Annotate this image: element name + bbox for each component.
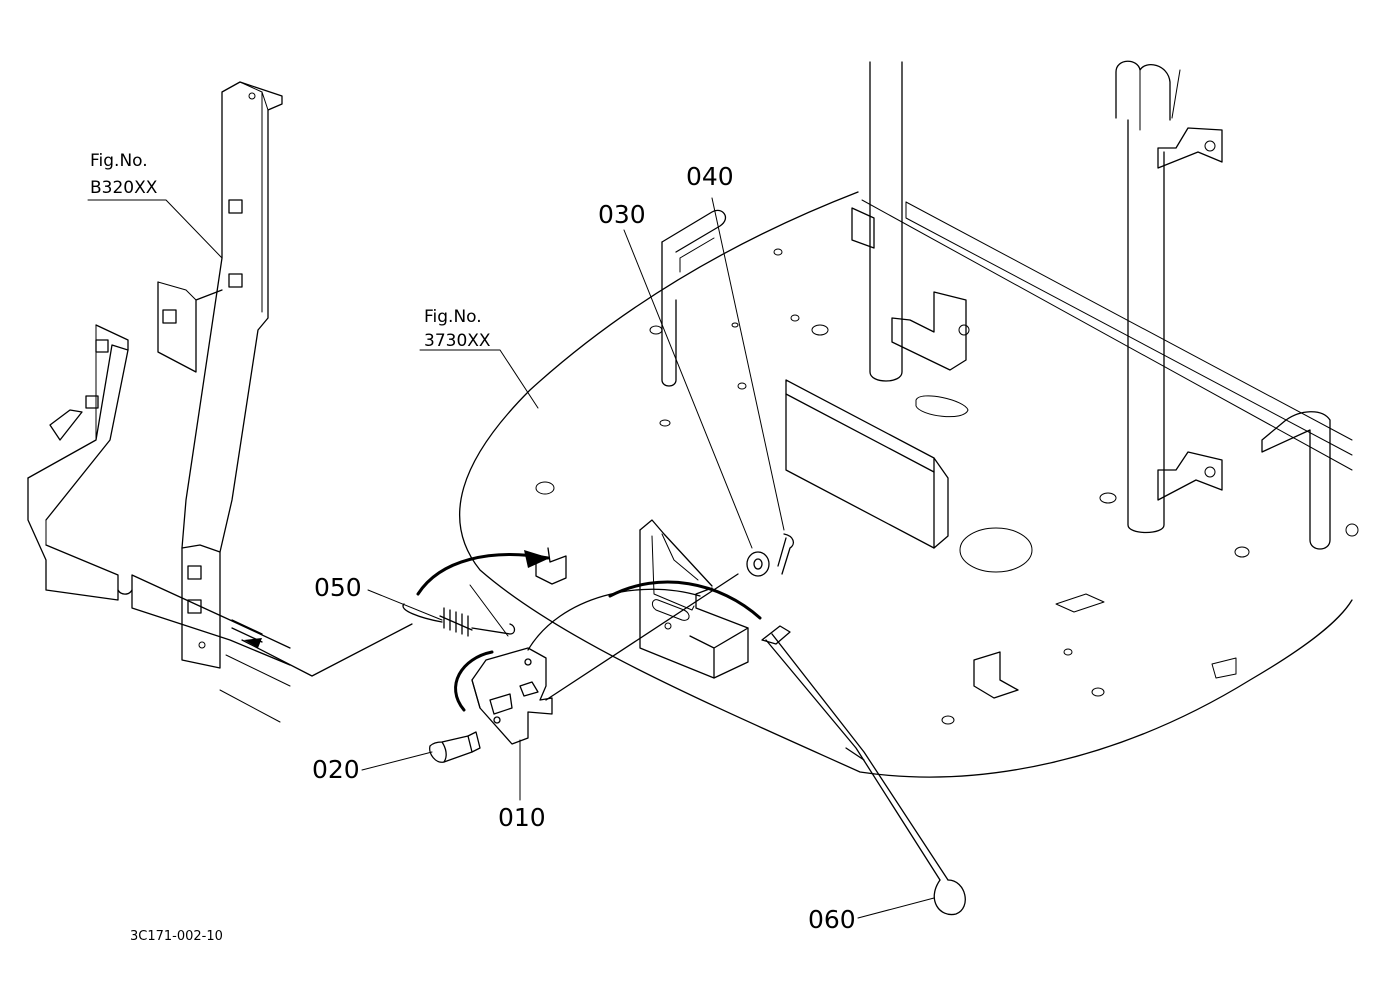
figure-ref-b320xx-line1: Fig.No. [90, 151, 148, 171]
callout-060: 060 [808, 905, 856, 934]
figure-ref-b320xx-line2: B320XX [90, 178, 158, 198]
figure-ref-3730xx-line1: Fig.No. [424, 307, 482, 327]
part-050-spring [402, 603, 516, 637]
mount-bracket [639, 519, 749, 679]
left-frame [27, 81, 413, 723]
figure-ref-3730xx: Fig.No. 3730XX [424, 307, 491, 351]
callout-040: 040 [686, 162, 734, 191]
figure-ref-b320xx: Fig.No. B320XX [90, 151, 158, 198]
leader-lines [87, 197, 935, 919]
part-020-pin [429, 731, 481, 763]
figure-ref-3730xx-line2: 3730XX [424, 331, 491, 351]
part-010-latch [454, 573, 762, 745]
floor-plate [459, 60, 1359, 778]
callout-050: 050 [314, 573, 362, 602]
part-040-pin [777, 533, 795, 575]
part-030-washer [746, 551, 770, 577]
part-060-rod [761, 625, 966, 916]
drawing-code: 3C171-002-10 [130, 929, 223, 944]
callout-020: 020 [312, 755, 360, 784]
lever-bracket [661, 209, 727, 387]
callout-010: 010 [498, 803, 546, 832]
spring-bracket [416, 547, 567, 596]
callout-030: 030 [598, 200, 646, 229]
